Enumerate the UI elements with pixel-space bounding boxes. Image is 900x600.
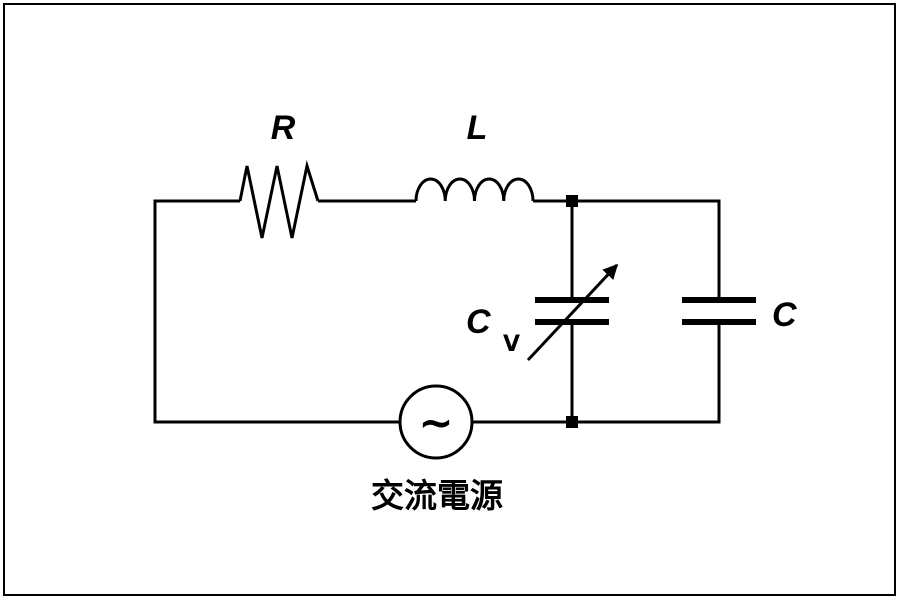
junction-node-bottom [566,416,578,428]
inductor-label: L [467,109,488,147]
wire-top-right [533,199,721,300]
variable-capacitor-subscript: V [503,332,520,357]
junction-node-top [566,195,578,207]
wire-left-loop [153,199,400,424]
circuit-wires [153,199,721,424]
ac-source-circle [398,384,474,460]
diagram-frame [3,3,896,596]
inductor-coil [414,177,535,202]
resistor-label: R [271,109,296,147]
wire-bottom-right [472,322,721,424]
variable-capacitor-label: C [466,303,491,341]
capacitor-label: C [772,296,797,334]
ac-source-label: 交流電源 [371,476,503,515]
variable-arrow-icon [526,263,619,362]
ac-source-symbol: ~ [418,398,453,447]
resistor-zigzag [238,160,320,239]
